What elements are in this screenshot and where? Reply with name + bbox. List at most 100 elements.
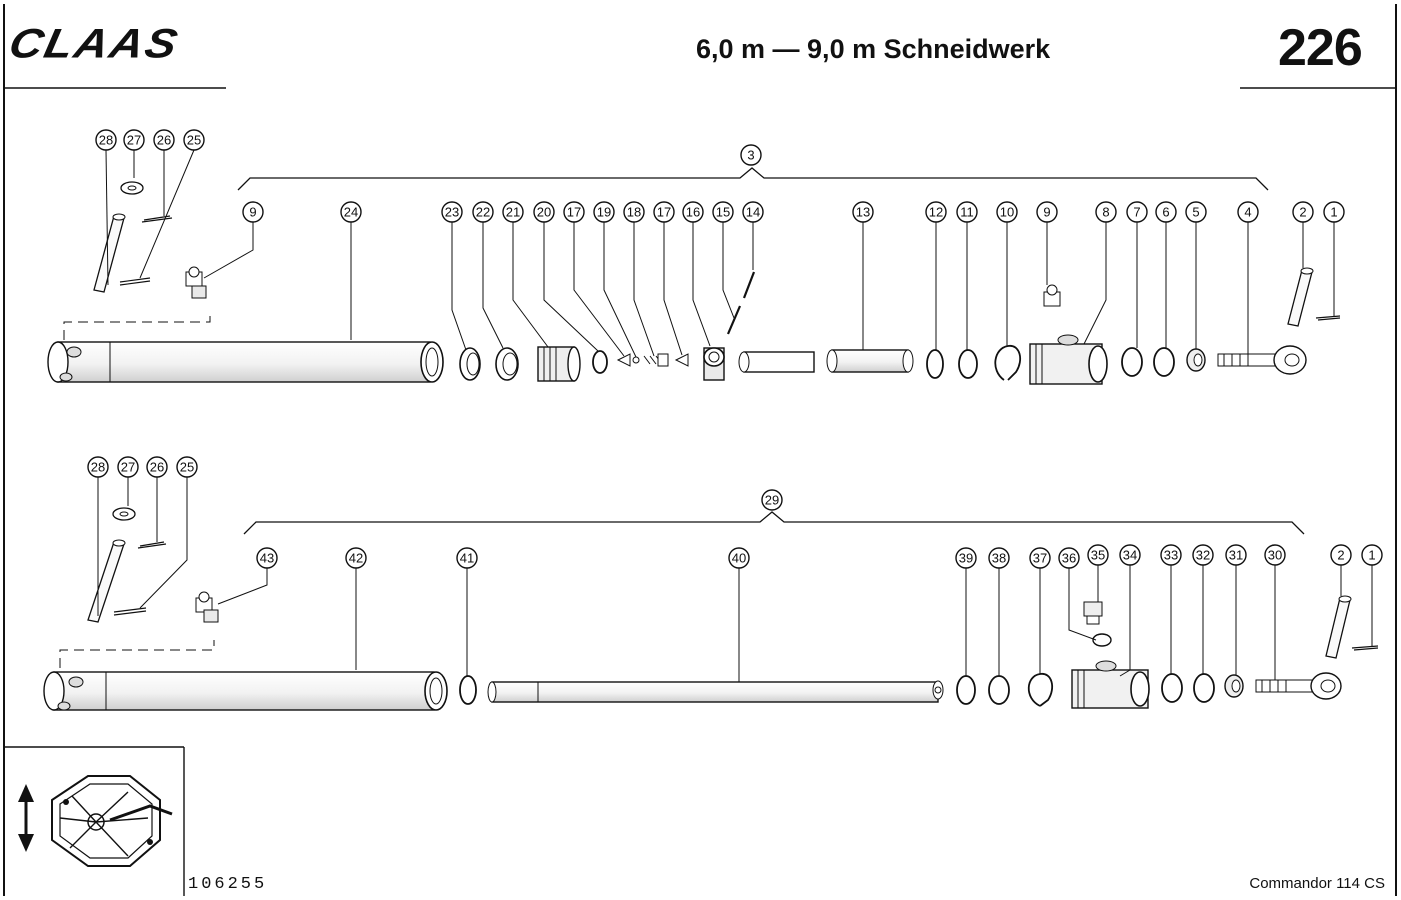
callout-17: 17 [653, 201, 675, 223]
callout-6: 6 [1155, 201, 1177, 223]
leader-line [139, 477, 188, 609]
callout-27: 27 [123, 129, 145, 151]
leader-line [217, 568, 268, 605]
callout-label: 25 [187, 133, 201, 148]
callout-label: 21 [506, 205, 520, 220]
callout-label: 29 [765, 493, 779, 508]
callout-label: 37 [1033, 551, 1047, 566]
leader-line [139, 149, 195, 279]
seal-ring [1153, 347, 1175, 377]
grease-nipple [185, 266, 207, 299]
callout-label: 30 [1268, 548, 1282, 563]
callout-19: 19 [593, 201, 615, 223]
callout-9: 9 [1036, 201, 1058, 223]
callout-label: 20 [537, 205, 551, 220]
callout-label: 39 [959, 551, 973, 566]
callout-label: 31 [1229, 548, 1243, 563]
callout-label: 12 [929, 205, 943, 220]
callout-25: 25 [176, 456, 198, 478]
callout-21: 21 [502, 201, 524, 223]
callout-36: 36 [1058, 547, 1080, 569]
callout-10: 10 [996, 201, 1018, 223]
circlip [994, 345, 1022, 381]
threaded-sleeve [537, 346, 581, 382]
hex-nut [1186, 348, 1206, 372]
leader-line [482, 222, 504, 349]
callout-42: 42 [345, 547, 367, 569]
callout-1: 1 [1323, 201, 1345, 223]
callout-43: 43 [256, 547, 278, 569]
callout-2: 2 [1330, 544, 1352, 566]
callout-label: 6 [1162, 205, 1169, 220]
seal-ring [926, 349, 944, 379]
fastener-pin [93, 213, 126, 293]
callout-label: 43 [260, 551, 274, 566]
piston-rod [487, 680, 944, 703]
callout-39: 39 [955, 547, 977, 569]
leader-line [543, 222, 599, 352]
mounting-pin [1325, 595, 1352, 659]
callout-label: 35 [1091, 548, 1105, 563]
callout-12: 12 [925, 201, 947, 223]
callout-label: 33 [1164, 548, 1178, 563]
split-pin [1315, 315, 1341, 321]
callout-35: 35 [1087, 544, 1109, 566]
callout-label: 23 [445, 205, 459, 220]
leader-line [633, 222, 655, 357]
leader-line [1083, 222, 1107, 345]
callout-31: 31 [1225, 544, 1247, 566]
assembly-bracket [237, 167, 1269, 191]
assembly-bracket [243, 511, 1305, 535]
callout-label: 17 [567, 205, 581, 220]
fastener-washer [120, 181, 144, 195]
callout-2: 2 [1292, 201, 1314, 223]
leader-line [203, 222, 254, 279]
callout-1: 1 [1361, 544, 1383, 566]
assembly-top [47, 167, 1341, 385]
rod-end-eye [1255, 672, 1342, 700]
machine-model: Commandor 114 CS [1249, 875, 1385, 892]
callout-20: 20 [533, 201, 555, 223]
callout-label: 26 [150, 460, 164, 475]
seal-ring [459, 347, 519, 381]
callout-3: 3 [740, 144, 762, 166]
seal-ring [1121, 347, 1143, 377]
leader-line [1068, 568, 1097, 641]
callout-41: 41 [456, 547, 478, 569]
leader-line [1119, 565, 1131, 677]
callout-28: 28 [87, 456, 109, 478]
leader-line [722, 222, 735, 319]
circlip [1027, 673, 1054, 707]
callout-17: 17 [563, 201, 585, 223]
callout-label: 2 [1337, 548, 1344, 563]
seal-ring [1161, 673, 1183, 703]
page-number: 226 [1278, 19, 1363, 77]
leader-line [105, 149, 109, 286]
callout-label: 14 [746, 205, 760, 220]
fastener-pin [87, 539, 126, 623]
mounting-pin [1287, 267, 1314, 327]
callout-26: 26 [153, 129, 175, 151]
callout-30: 30 [1264, 544, 1286, 566]
callout-label: 42 [349, 551, 363, 566]
callout-label: 10 [1000, 205, 1014, 220]
callout-28: 28 [95, 129, 117, 151]
callout-label: 18 [627, 205, 641, 220]
callout-label: 15 [716, 205, 730, 220]
callout-8: 8 [1095, 201, 1117, 223]
callout-25: 25 [183, 129, 205, 151]
callout-22: 22 [472, 201, 494, 223]
callout-7: 7 [1126, 201, 1148, 223]
grease-nipple [1043, 284, 1061, 307]
callout-4: 4 [1237, 201, 1259, 223]
drawing-number: 106255 [188, 875, 268, 894]
cylinder-tube [43, 671, 448, 711]
callout-label: 25 [180, 460, 194, 475]
callout-38: 38 [988, 547, 1010, 569]
callout-label: 27 [127, 133, 141, 148]
callout-23: 23 [441, 201, 463, 223]
leader-lines [97, 149, 1373, 682]
